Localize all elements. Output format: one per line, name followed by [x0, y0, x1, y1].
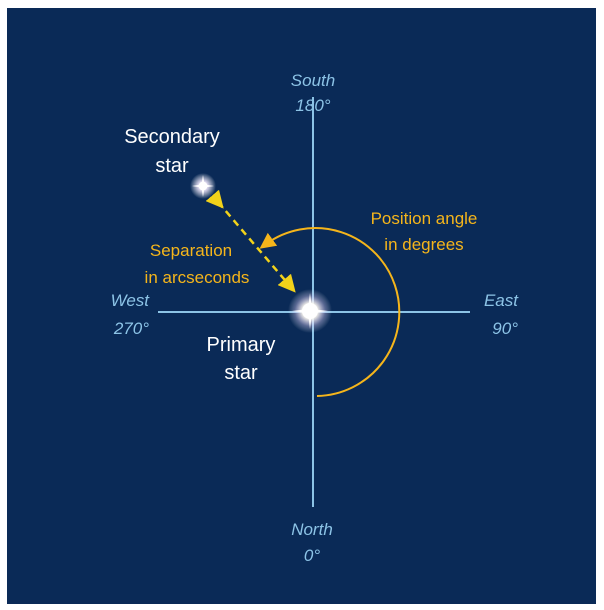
north-degrees: 0° — [304, 546, 320, 565]
south-degrees: 180° — [295, 96, 330, 115]
separation-arrow — [205, 189, 296, 293]
east-degrees: 90° — [492, 319, 518, 338]
separation-label-line2: in arcseconds — [145, 268, 250, 287]
position-angle-label-line1: Position angle — [371, 209, 478, 228]
east-label: East — [484, 291, 519, 310]
south-label: South — [291, 71, 335, 90]
separation-label-line1: Separation — [150, 241, 232, 260]
west-degrees: 270° — [113, 319, 149, 338]
secondary-star — [190, 173, 216, 199]
primary-star-label-line2: star — [224, 362, 258, 384]
west-label: West — [111, 291, 151, 310]
position-angle-arc — [259, 227, 401, 397]
position-angle-label-line2: in degrees — [384, 235, 463, 254]
secondary-star-label-line1: Secondary — [124, 126, 220, 148]
primary-star — [288, 289, 332, 333]
secondary-star-label-line2: star — [155, 155, 189, 177]
primary-star-label-line1: Primary — [207, 334, 276, 356]
north-label: North — [291, 520, 333, 539]
